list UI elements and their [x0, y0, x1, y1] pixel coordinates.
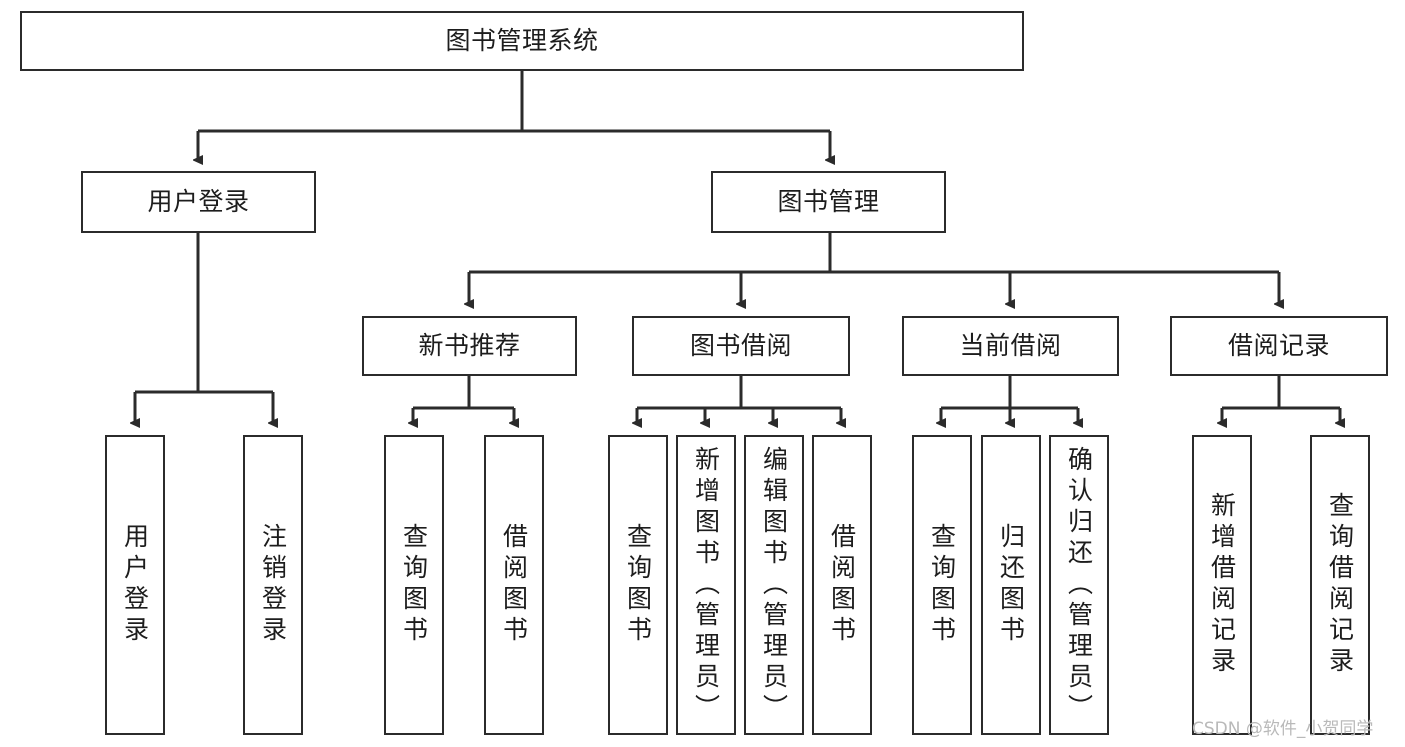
node-user-login-label: 用户登录 — [147, 187, 250, 217]
leaf-record-add-record[interactable]: 新增借阅记录 — [1192, 435, 1252, 735]
leaf-current-query-book[interactable]: 查询图书 — [912, 435, 972, 735]
leaf-recommend-query-book[interactable]: 查询图书 — [384, 435, 444, 735]
node-user-login[interactable]: 用户登录 — [81, 171, 316, 233]
leaf-current-return-book-label: 归还图书 — [996, 523, 1026, 647]
leaf-recommend-query-book-label: 查询图书 — [399, 523, 429, 647]
node-new-book-recommend-label: 新书推荐 — [418, 331, 521, 361]
leaf-borrow-edit-book-admin[interactable]: 编辑图书（管理员） — [744, 435, 804, 735]
leaf-borrow-borrow-book-label: 借阅图书 — [827, 523, 857, 647]
node-borrow-record-label: 借阅记录 — [1227, 331, 1330, 361]
node-book-borrow[interactable]: 图书借阅 — [632, 316, 850, 376]
leaf-user-logout[interactable]: 注销登录 — [243, 435, 303, 735]
leaf-borrow-add-book-admin-label: 新增图书（管理员） — [691, 445, 721, 725]
leaf-record-query-record-label: 查询借阅记录 — [1325, 492, 1355, 678]
node-book-management-label: 图书管理 — [777, 187, 880, 217]
node-root-label: 图书管理系统 — [445, 26, 599, 56]
leaf-user-login[interactable]: 用户登录 — [105, 435, 165, 735]
leaf-record-add-record-label: 新增借阅记录 — [1207, 492, 1237, 678]
leaf-record-query-record[interactable]: 查询借阅记录 — [1310, 435, 1370, 735]
leaf-current-confirm-return-admin[interactable]: 确认归还（管理员） — [1049, 435, 1109, 735]
node-borrow-record[interactable]: 借阅记录 — [1170, 316, 1388, 376]
leaf-current-query-book-label: 查询图书 — [927, 523, 957, 647]
node-book-management[interactable]: 图书管理 — [711, 171, 946, 233]
node-current-borrow-label: 当前借阅 — [959, 331, 1062, 361]
leaf-user-login-label: 用户登录 — [120, 523, 150, 647]
leaf-borrow-add-book-admin[interactable]: 新增图书（管理员） — [676, 435, 736, 735]
leaf-recommend-borrow-book[interactable]: 借阅图书 — [484, 435, 544, 735]
node-new-book-recommend[interactable]: 新书推荐 — [362, 316, 577, 376]
leaf-user-logout-label: 注销登录 — [258, 523, 288, 647]
leaf-borrow-query-book[interactable]: 查询图书 — [608, 435, 668, 735]
node-book-borrow-label: 图书借阅 — [689, 331, 792, 361]
node-current-borrow[interactable]: 当前借阅 — [902, 316, 1119, 376]
leaf-recommend-borrow-book-label: 借阅图书 — [499, 523, 529, 647]
leaf-borrow-query-book-label: 查询图书 — [623, 523, 653, 647]
leaf-current-confirm-return-admin-label: 确认归还（管理员） — [1064, 445, 1094, 725]
leaf-current-return-book[interactable]: 归还图书 — [981, 435, 1041, 735]
leaf-borrow-edit-book-admin-label: 编辑图书（管理员） — [759, 445, 789, 725]
watermark-text: CSDN @软件_小贺同学 — [1192, 719, 1374, 739]
node-root[interactable]: 图书管理系统 — [20, 11, 1024, 71]
leaf-borrow-borrow-book[interactable]: 借阅图书 — [812, 435, 872, 735]
